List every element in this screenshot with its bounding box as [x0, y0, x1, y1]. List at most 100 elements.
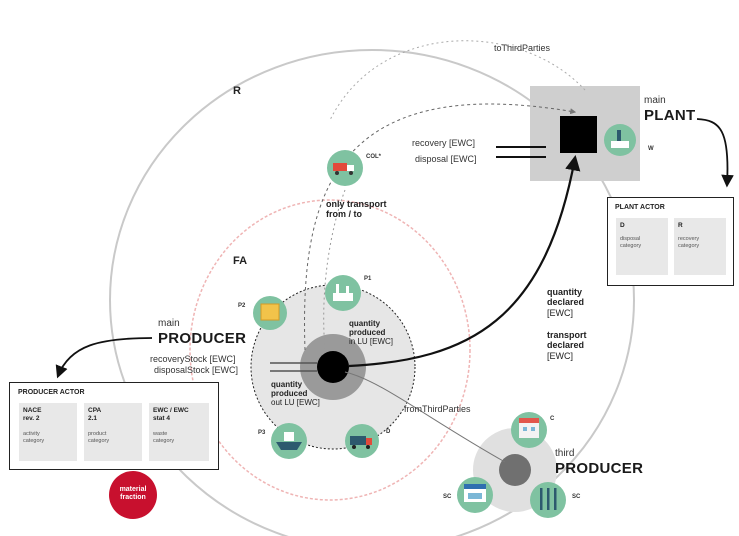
- col-node[interactable]: [327, 150, 363, 186]
- producer-actor-cell-sub-line: category: [88, 437, 110, 444]
- producer-actor-cell-sub: product category: [88, 431, 109, 445]
- producer-actor-cell-ewc: EWC / EWC stat 4 waste category: [149, 403, 209, 461]
- plant-actor-cell-sub: recovery category: [678, 236, 699, 250]
- sc2-node-label: SC: [572, 494, 581, 500]
- producer-actor-cell-sub-line: waste: [153, 431, 168, 437]
- third-producer-prefix: third: [555, 448, 575, 459]
- producer-actor-cell-sub-line: category: [23, 437, 45, 444]
- ship-icon: [276, 432, 302, 450]
- quantity-produced-out-label: quantity produced out LU [EWC]: [271, 380, 320, 407]
- producer-actor-cell-sub: waste category: [153, 431, 174, 445]
- material-fraction-badge: [109, 471, 157, 519]
- quantity-produced-in-unit: in LU [EWC]: [349, 336, 394, 346]
- material-fraction-line: material: [119, 486, 147, 493]
- main-producer-title: PRODUCER: [158, 330, 247, 347]
- sc1-node-label: SC: [443, 494, 452, 500]
- cutlery-icon: [540, 488, 557, 510]
- material-fraction-label: material fraction: [110, 486, 156, 502]
- c-node[interactable]: [511, 412, 547, 448]
- producer-actor-title: PRODUCER ACTOR: [18, 389, 85, 396]
- disposal-stock-label: disposalStock [EWC]: [154, 365, 239, 375]
- ring-r: [109, 49, 635, 536]
- quantity-declared-unit: [EWC]: [547, 307, 573, 318]
- producer-actor-cell-sub: activity category: [23, 431, 44, 445]
- producer-actor-cell-sub-line: activity: [23, 431, 40, 437]
- quantity-declared-line1: quantity: [547, 287, 582, 297]
- flow-from-third-parties: [344, 371, 506, 463]
- plant-actor-cell-sub-line: category: [678, 242, 700, 249]
- recovery-stock-label: recoveryStock [EWC]: [150, 354, 236, 364]
- quantity-produced-out-unit: out LU [EWC]: [271, 397, 320, 407]
- plant-actor-cell-disposal: D disposal category: [616, 218, 668, 275]
- ring-r-label: R: [233, 85, 241, 97]
- quantity-declared-line2: declared: [547, 297, 585, 308]
- p3-node[interactable]: [271, 423, 307, 459]
- plant-to-actor-arrow: [696, 118, 734, 188]
- flow-quantity-declared: [348, 154, 581, 368]
- w-node[interactable]: [604, 124, 636, 156]
- main-plant-title: PLANT: [644, 107, 696, 124]
- producer-actor-cell-nace: NACE rev. 2 activity category: [19, 403, 77, 461]
- p2-node[interactable]: [253, 296, 287, 330]
- sc1-node[interactable]: [457, 477, 493, 513]
- truck-icon: [350, 436, 372, 449]
- quantity-declared-label: quantity declared [EWC]: [547, 287, 584, 318]
- material-fraction-line: fraction: [120, 494, 146, 502]
- third-producer-core: [499, 454, 531, 486]
- producer-to-actor-arrow: [55, 337, 153, 379]
- plant-actor-cell-head: R: [678, 222, 683, 229]
- p1-node[interactable]: [325, 275, 361, 311]
- producer-actor-cell-sub-line: category: [153, 437, 175, 444]
- plant-icon: [611, 130, 629, 148]
- plant-core: [560, 116, 597, 153]
- d-node-label: D: [386, 429, 391, 435]
- plant-actor-cell-sub-line: category: [620, 242, 642, 249]
- flow-transport-col: [323, 189, 346, 351]
- plant-actor-title: PLANT ACTOR: [615, 204, 665, 211]
- producer-actor-cell-head-line: rev. 2: [23, 414, 40, 422]
- plant-actor-cell-sub: disposal category: [620, 236, 641, 250]
- flow-outer-loop: [329, 40, 586, 121]
- sc2-node[interactable]: [530, 482, 566, 518]
- producer-actor-cell-head-line: stat 4: [153, 414, 170, 422]
- only-transport-line1: only transport: [326, 199, 387, 209]
- only-transport-label: only transport from / to: [326, 199, 387, 220]
- producer-actor-cell-head-line: EWC / EWC: [153, 407, 189, 414]
- w-node-label: W: [648, 146, 654, 152]
- ring-fa-label: FA: [233, 255, 248, 267]
- producer-actor-cell-head: EWC / EWC stat 4: [153, 407, 189, 423]
- quantity-produced-in-label: quantity produced in LU [EWC]: [349, 319, 394, 346]
- box-icon: [260, 303, 280, 321]
- p2-node-label: P2: [238, 303, 246, 309]
- producer-actor-cell-sub-line: product: [88, 431, 107, 437]
- transport-declared-line1: transport: [547, 330, 587, 340]
- plant-actor-cell-recovery: R recovery category: [674, 218, 726, 275]
- quantity-produced-in-line2: produced: [349, 327, 386, 337]
- quantity-produced-in-line1: quantity: [349, 319, 381, 328]
- d-node[interactable]: [345, 424, 379, 458]
- plant-actor-cell-sub-line: recovery: [678, 236, 700, 242]
- truck-icon: [333, 163, 354, 175]
- recovery-label: recovery [EWC]: [412, 138, 476, 148]
- producer-actor-box: PRODUCER ACTOR NACE rev. 2 activity cate…: [9, 382, 219, 470]
- p3-node-label: P3: [258, 430, 266, 436]
- plant-actor-cell-head: D: [620, 222, 625, 229]
- producer-actor-cell-head-line: NACE: [23, 407, 42, 414]
- producer-actor-cell-head-line: CPA: [88, 407, 102, 414]
- disposal-label: disposal [EWC]: [415, 154, 477, 164]
- main-producer-prefix: main: [158, 318, 180, 329]
- transport-declared-line2: declared: [547, 340, 585, 351]
- producer-actor-cell-head: NACE rev. 2: [23, 407, 41, 423]
- shop-icon: [464, 484, 486, 502]
- producer-actor-cell-head: CPA 2.1: [88, 407, 101, 423]
- transport-declared-label: transport declared [EWC]: [547, 330, 587, 361]
- third-producer-title: PRODUCER: [555, 460, 644, 477]
- main-plant-prefix: main: [644, 95, 666, 106]
- p1-node-label: P1: [364, 276, 372, 282]
- plant-actor-box: PLANT ACTOR D disposal category R recove…: [607, 197, 734, 286]
- factory-icon: [333, 284, 353, 301]
- building-icon: [519, 418, 539, 438]
- to-third-parties-label: toThirdParties: [494, 43, 551, 53]
- producer-actor-cell-head-line: 2.1: [88, 414, 98, 422]
